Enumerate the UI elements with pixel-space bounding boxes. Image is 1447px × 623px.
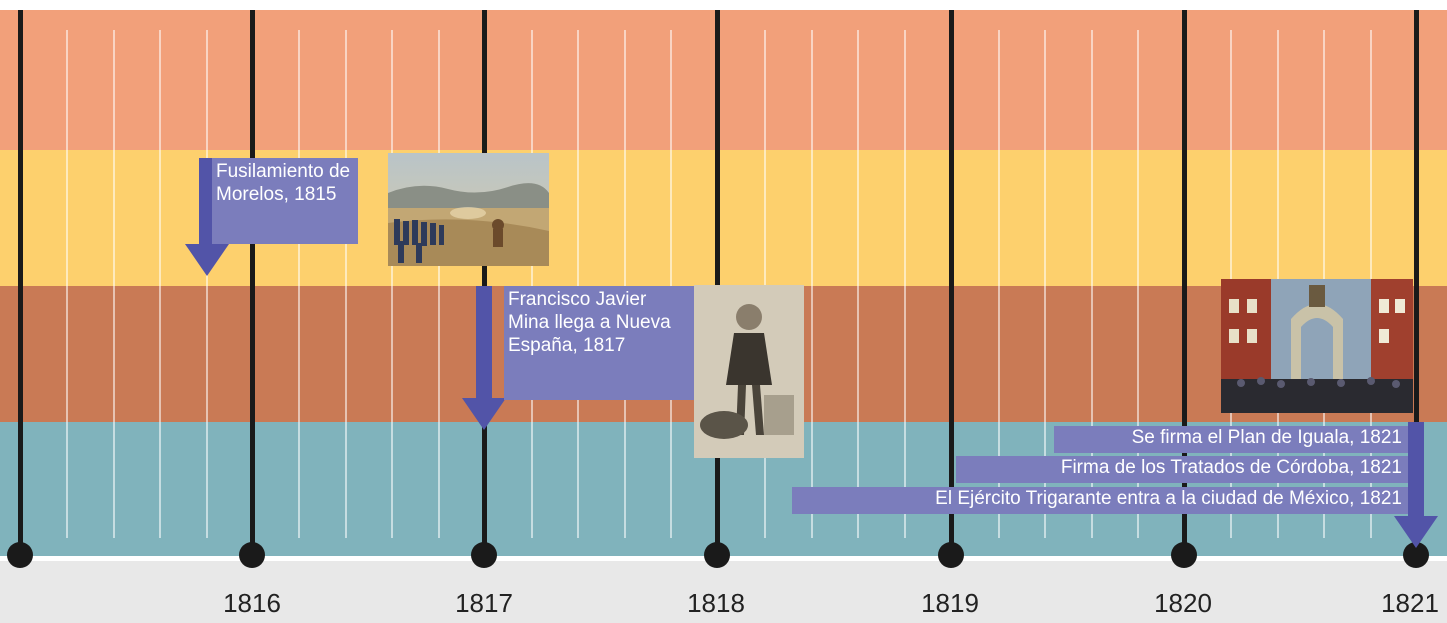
minor-gridline	[998, 30, 1000, 538]
major-gridline	[250, 10, 255, 554]
year-marker-dot	[704, 542, 730, 568]
battle-painting	[388, 153, 549, 266]
year-label-1819: 1819	[921, 588, 979, 618]
minor-gridline	[624, 30, 626, 538]
morelos-arrow-shaft	[199, 158, 215, 244]
major-gridline	[1414, 10, 1419, 554]
year-marker-dot	[7, 542, 33, 568]
year-marker-dot	[239, 542, 265, 568]
minor-gridline	[298, 30, 300, 538]
minor-gridline	[811, 30, 813, 538]
event-mina: Francisco Javier Mina llega a Nueva Espa…	[504, 286, 694, 400]
year-marker-dot	[1171, 542, 1197, 568]
minor-gridline	[345, 30, 347, 538]
1821-arrow-shaft	[1408, 422, 1424, 516]
minor-gridline	[66, 30, 68, 538]
major-gridline	[1182, 10, 1187, 554]
trigarante-entry-painting	[1221, 279, 1413, 413]
year-label-1821: 1821	[1381, 588, 1439, 618]
event-trigarante: El Ejército Trigarante entra a la ciudad…	[792, 487, 1410, 514]
minor-gridline	[577, 30, 579, 538]
minor-gridline	[1091, 30, 1093, 538]
year-marker-dot	[938, 542, 964, 568]
minor-gridline	[159, 30, 161, 538]
minor-gridline	[1044, 30, 1046, 538]
band-1	[0, 10, 1447, 150]
year-label-1818: 1818	[687, 588, 745, 618]
minor-gridline	[438, 30, 440, 538]
year-label-1817: 1817	[455, 588, 513, 618]
minor-gridline	[764, 30, 766, 538]
minor-gridline	[206, 30, 208, 538]
event-iguala: Se firma el Plan de Iguala, 1821	[1054, 426, 1410, 453]
mina-arrow-head	[462, 398, 506, 430]
minor-gridline	[904, 30, 906, 538]
minor-gridline	[531, 30, 533, 538]
mina-arrow-shaft	[476, 286, 492, 398]
major-gridline	[949, 10, 954, 554]
minor-gridline	[113, 30, 115, 538]
minor-gridline	[391, 30, 393, 538]
morelos-arrow-head	[185, 244, 229, 276]
event-cordoba: Firma de los Tratados de Córdoba, 1821	[956, 456, 1410, 483]
minor-gridline	[857, 30, 859, 538]
year-marker-dot	[471, 542, 497, 568]
year-label-1820: 1820	[1154, 588, 1212, 618]
event-morelos: Fusilamiento de Morelos, 1815	[212, 158, 358, 244]
year-axis-footer	[0, 560, 1447, 623]
mina-portrait	[694, 285, 804, 458]
1821-arrow-head	[1394, 516, 1438, 548]
major-gridline	[482, 10, 487, 554]
year-label-1816: 1816	[223, 588, 281, 618]
major-gridline	[715, 10, 720, 554]
minor-gridline	[670, 30, 672, 538]
major-gridline	[18, 10, 23, 554]
minor-gridline	[1137, 30, 1139, 538]
